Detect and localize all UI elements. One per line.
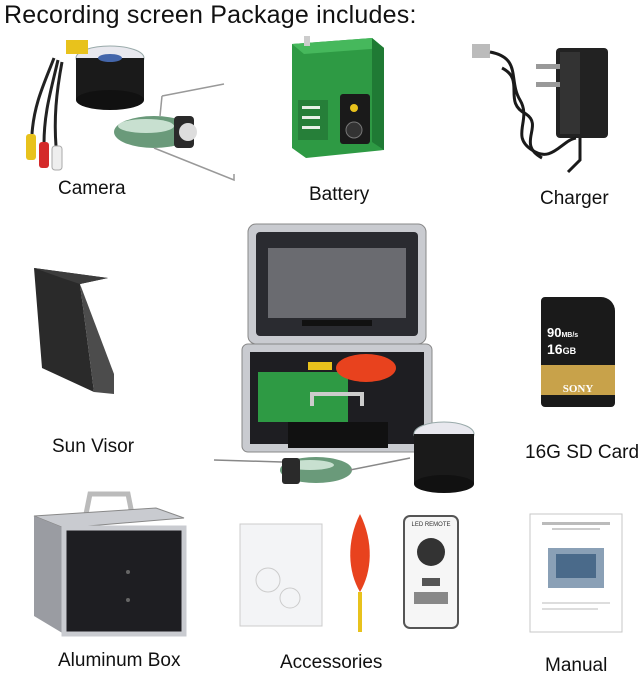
sd-card: 90MB/s 16GB SONY — [541, 297, 615, 407]
aluminum-box-image — [33, 491, 187, 637]
camera-label: Camera — [58, 178, 126, 199]
accessories-label: Accessories — [280, 652, 383, 673]
accessories-image: LED REMOTE — [239, 514, 459, 632]
charger-image — [472, 44, 608, 174]
sd-brand: SONY — [562, 383, 594, 395]
remote-label: LED REMOTE — [411, 522, 450, 528]
sd-capacity-unit: GB — [562, 346, 577, 356]
camera-image — [26, 40, 235, 182]
page-heading: Recording screen Package includes: — [4, 1, 417, 29]
charger-label: Charger — [540, 188, 609, 209]
sd-speed-value: 90 — [547, 325, 562, 340]
aluminum-box-label: Aluminum Box — [58, 650, 181, 671]
sd-capacity-value: 16 — [547, 341, 563, 357]
battery-label: Battery — [309, 184, 370, 205]
sun-visor-label: Sun Visor — [52, 436, 135, 457]
manual-label: Manual — [545, 655, 608, 676]
monitor-kit-image — [213, 223, 475, 493]
sun-visor-image — [34, 268, 114, 394]
sd-speed-unit: MB/s — [561, 332, 579, 339]
manual-image — [529, 513, 623, 633]
sd-card-label: 16G SD Card — [525, 442, 640, 463]
battery-image — [292, 36, 384, 158]
